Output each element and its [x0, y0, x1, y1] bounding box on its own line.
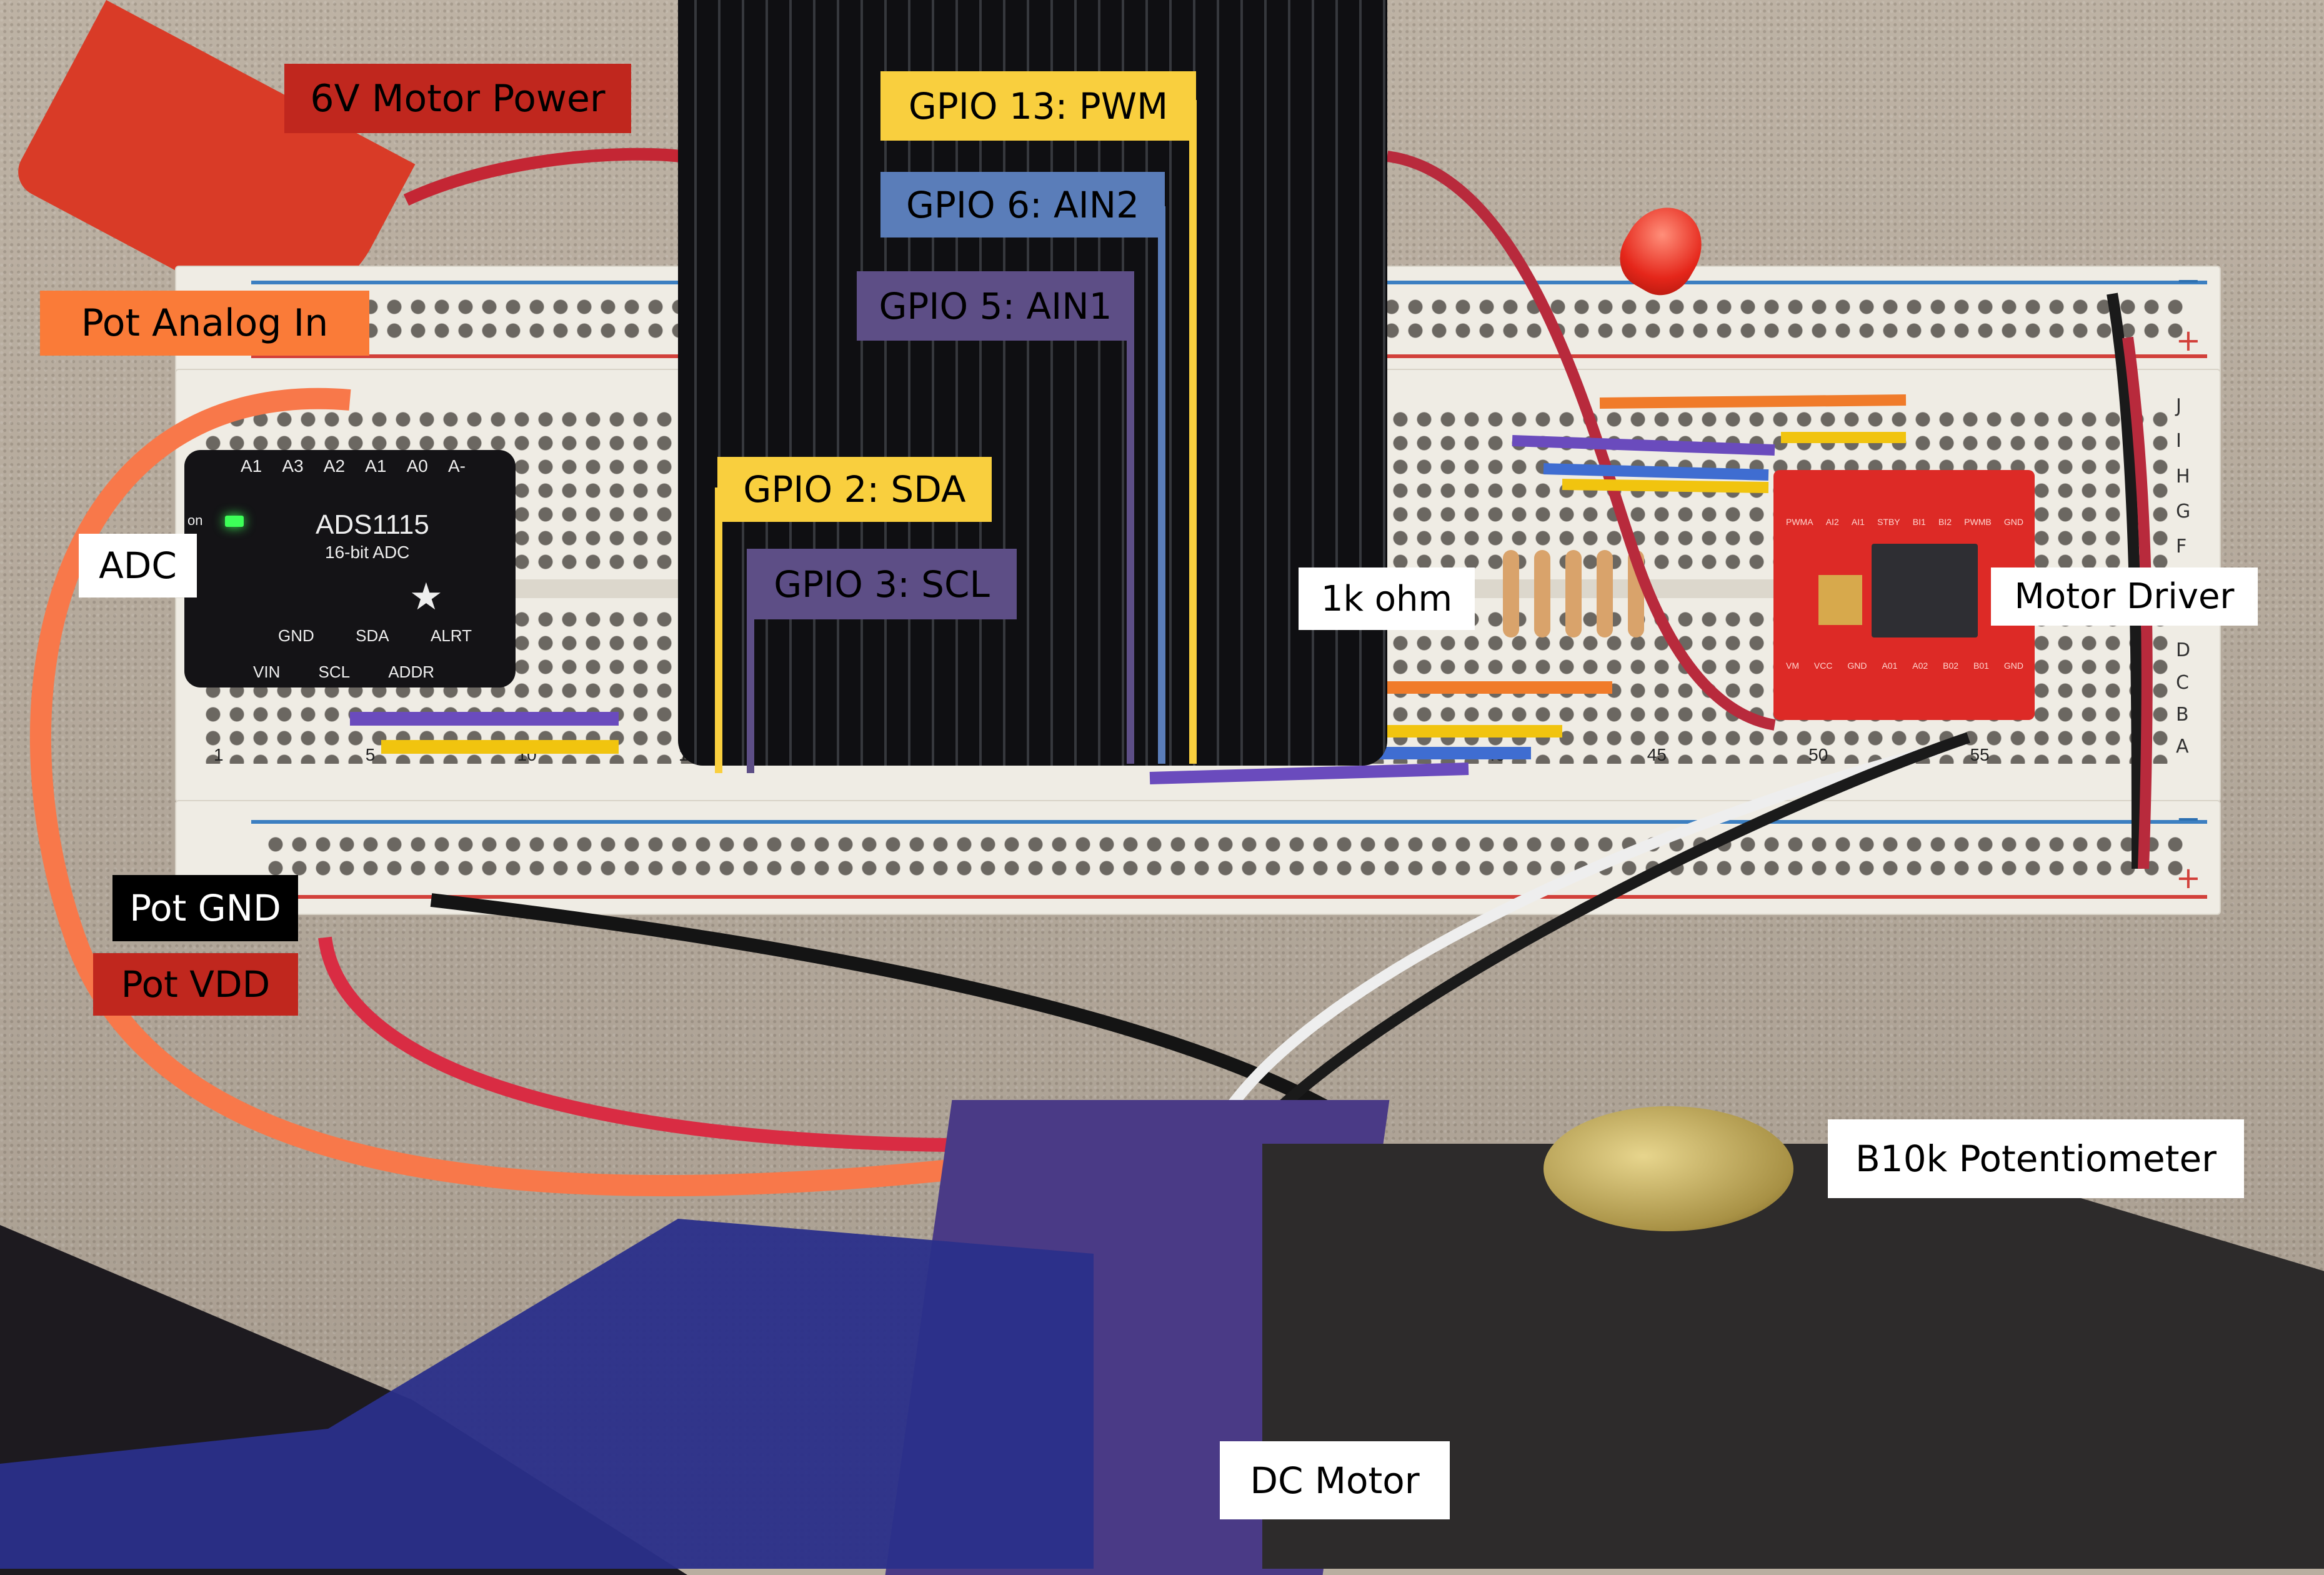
label-gpio3-scl: GPIO 3: SCL — [747, 549, 1017, 619]
purple-jumper — [1512, 435, 1775, 456]
pin-label: B02 — [1943, 661, 1959, 671]
gpio3-leader-line — [747, 581, 754, 773]
label-1k-ohm: 1k ohm — [1299, 568, 1475, 630]
label-gpio13-pwm: GPIO 13: PWM — [880, 71, 1196, 141]
resistor — [1534, 550, 1550, 638]
rail-plus-sign: + — [2175, 323, 2201, 358]
adc-chip-subtitle: 16-bit ADC — [325, 542, 410, 562]
label-gpio6-ain2: GPIO 6: AIN2 — [880, 172, 1165, 238]
black-pot-wire — [430, 893, 1329, 1112]
orange-jumper — [1599, 394, 1907, 409]
red-motor-wire — [1386, 151, 1776, 731]
row-letter: H — [2176, 465, 2190, 488]
pin-label: GND — [1847, 661, 1867, 671]
row-letter: F — [2176, 536, 2187, 558]
column-number: 55 — [1970, 745, 1990, 764]
row-letter: D — [2176, 639, 2191, 662]
yellow-jumper — [1562, 479, 1769, 493]
pin-label: A01 — [1882, 661, 1898, 671]
pin-label: B01 — [1973, 661, 1989, 671]
adc-top-pins: A1 A3 A2 A1 A0 A- — [241, 456, 466, 476]
label-gpio5-ain1: GPIO 5: AIN1 — [857, 271, 1134, 341]
pin-label: AI1 — [1851, 517, 1865, 527]
gpio2-leader-line — [715, 488, 722, 773]
power-indicator-label: on — [187, 512, 203, 528]
row-letter: C — [2176, 671, 2189, 694]
pin-label: VCC — [1813, 661, 1833, 671]
column-number: 45 — [1647, 745, 1667, 764]
pin-label: GND — [278, 626, 314, 645]
rail-holes — [264, 832, 2188, 882]
column-number: 5 — [365, 745, 376, 764]
adc-bottom-pins-lower: VIN SCL ADDR — [253, 662, 434, 682]
resistor — [1565, 550, 1582, 638]
rail-plus-line — [251, 895, 2207, 899]
pin-label: A02 — [1912, 661, 1928, 671]
gpio6-leader-line — [1158, 206, 1165, 764]
label-motor-driver: Motor Driver — [1991, 568, 2258, 626]
pin-label: BI2 — [1938, 517, 1952, 527]
resistor — [1597, 550, 1613, 638]
adc-chip-title: ADS1115 — [316, 509, 429, 540]
column-number: 50 — [1808, 745, 1828, 764]
pin-label: PWMB — [1964, 517, 1992, 527]
row-letter: A — [2176, 736, 2189, 758]
rail-minus-sign: − — [2175, 263, 2201, 298]
row-letter: B — [2176, 703, 2189, 726]
row-letter: G — [2176, 500, 2191, 522]
pin-label: ALRT — [431, 626, 472, 645]
label-pot-vdd: Pot VDD — [93, 953, 298, 1016]
label-6v-motor-power: 6V Motor Power — [284, 64, 631, 133]
pin-label: SDA — [356, 626, 389, 645]
pin-label: VM — [1786, 661, 1799, 671]
pin-label: GND — [2003, 517, 2023, 527]
red-power-wire — [403, 148, 682, 206]
pin-label: A0 — [406, 456, 428, 476]
rail-plus-sign: + — [2175, 861, 2201, 896]
pin-label: A1 — [365, 456, 387, 476]
potentiometer-body — [1544, 1106, 1793, 1231]
black-rail-jumper — [2107, 292, 2143, 869]
rail-minus-line — [251, 820, 2207, 824]
resistor — [1503, 550, 1519, 638]
label-pot-gnd: Pot GND — [112, 875, 298, 941]
gpio5-leader-line — [1127, 306, 1134, 764]
row-letter: J — [2176, 395, 2182, 417]
tantalum-capacitor — [1818, 575, 1862, 625]
driver-top-pins: PWMA AI2 AI1 STBY BI1 BI2 PWMB GND — [1786, 517, 2023, 527]
pin-label: PWMA — [1786, 517, 1813, 527]
adc-board: A1 A3 A2 A1 A0 A- ADS1115 16-bit ADC on … — [184, 450, 516, 688]
pin-label: GND — [2003, 661, 2023, 671]
pin-label: SCL — [318, 662, 351, 681]
adc-bottom-pins-upper: GND SDA ALRT — [278, 626, 472, 646]
label-gpio2-sda: GPIO 2: SDA — [717, 457, 992, 522]
pin-label: A- — [447, 456, 466, 476]
pin-label: STBY — [1877, 517, 1900, 527]
pin-label: ADDR — [388, 662, 434, 681]
row-letters-top: F G H I J — [2176, 395, 2207, 558]
pin-label: AI2 — [1825, 517, 1839, 527]
pin-label: A1 — [241, 456, 262, 476]
pin-label: BI1 — [1912, 517, 1926, 527]
driver-bottom-pins: VM VCC GND A01 A02 B02 B01 GND — [1786, 661, 2023, 671]
pin-label: A3 — [282, 456, 304, 476]
driver-ic-chip — [1872, 544, 1978, 638]
adafruit-star-logo: ★ — [409, 575, 443, 619]
label-dc-motor: DC Motor — [1220, 1441, 1450, 1519]
rail-minus-sign: − — [2175, 801, 2201, 836]
pin-label: A2 — [323, 456, 346, 476]
purple-jumper — [1149, 762, 1469, 784]
power-led — [225, 516, 244, 527]
gpio13-leader-line — [1189, 100, 1197, 764]
blue-jumper — [1543, 463, 1769, 481]
pin-label: VIN — [253, 662, 281, 681]
row-letter: I — [2176, 430, 2182, 452]
label-b10k-potentiometer: B10k Potentiometer — [1828, 1119, 2244, 1198]
label-adc: ADC — [79, 534, 197, 598]
label-pot-analog-in: Pot Analog In — [40, 291, 369, 356]
breadboard-bottom-rail: − + — [175, 800, 2221, 915]
column-number: 1 — [214, 745, 224, 764]
